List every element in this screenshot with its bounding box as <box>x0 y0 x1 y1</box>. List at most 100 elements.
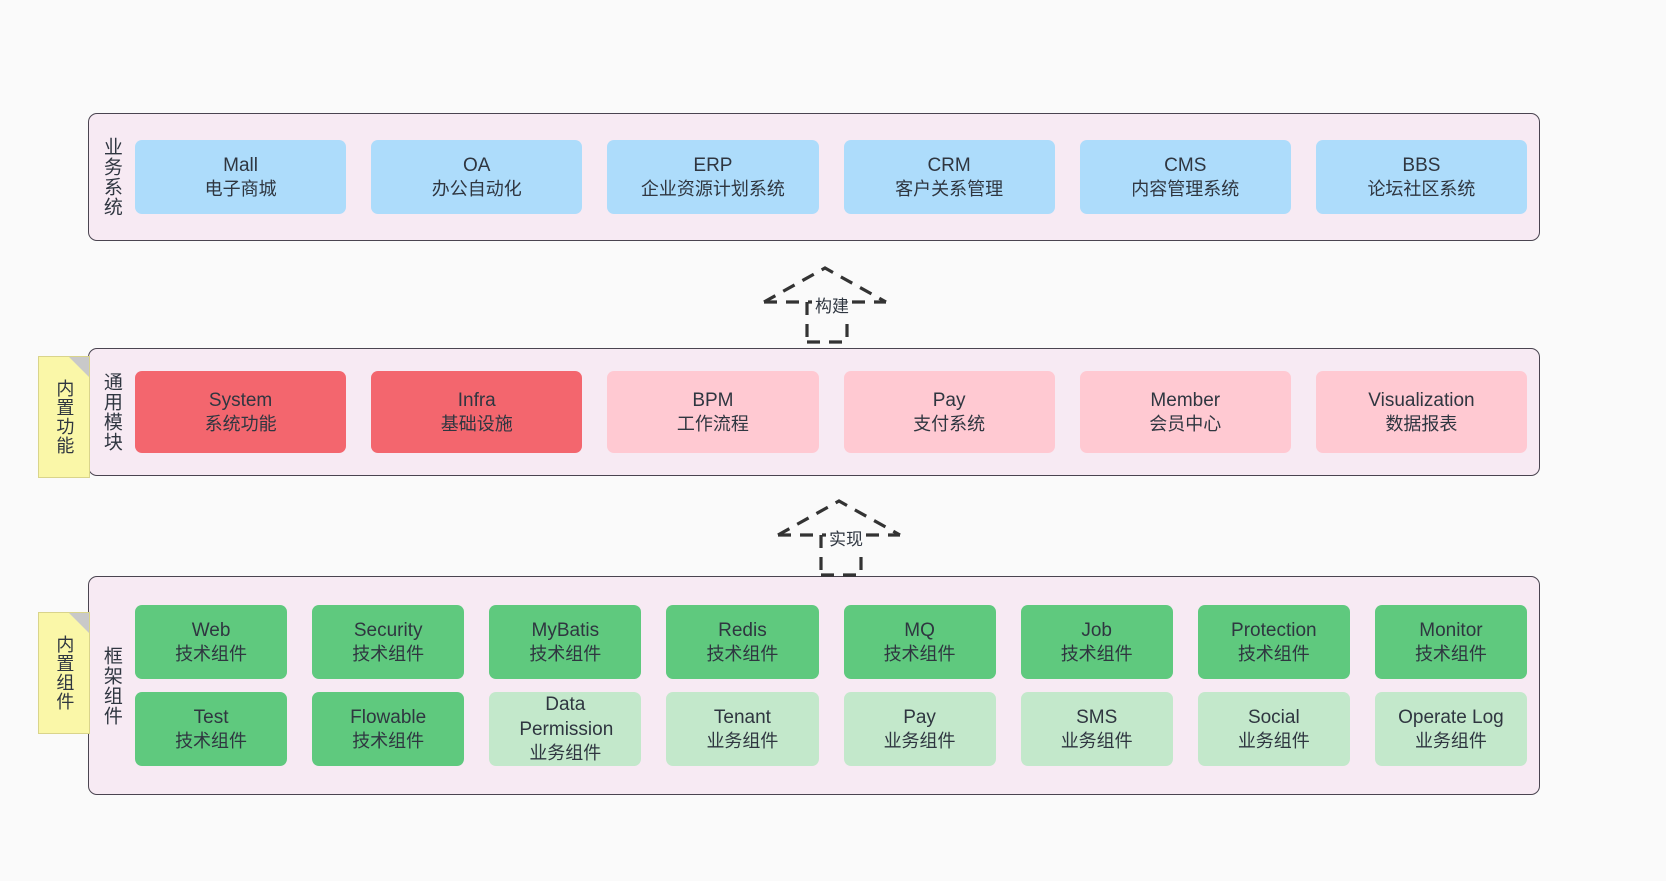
card-title: ERP <box>693 154 733 176</box>
module-card-member[interactable]: Member 会员中心 <box>1079 371 1291 453</box>
card-title: Security <box>353 619 423 641</box>
card-title: MQ <box>904 619 935 641</box>
card-title: Data Permission <box>519 694 614 741</box>
framework-card-web[interactable]: Web 技术组件 <box>135 605 288 679</box>
module-card-system[interactable]: System 系统功能 <box>135 371 347 453</box>
card-title: MyBatis <box>531 619 600 641</box>
framework-card-flowable[interactable]: Flowable 技术组件 <box>312 692 465 766</box>
module-card-pay[interactable]: Pay 支付系统 <box>843 371 1055 453</box>
framework-card-mybatis[interactable]: MyBatis 技术组件 <box>489 605 642 679</box>
card-subtitle: 技术组件 <box>1060 643 1133 664</box>
layer-framework-components: 框架组件 Web 技术组件 Security 技术组件 MyBatis 技术组件… <box>88 576 1540 795</box>
card-title: CRM <box>927 154 971 176</box>
note-fold-corner <box>69 357 89 377</box>
connector-build-label: 构建 <box>812 292 852 317</box>
card-title: BBS <box>1402 154 1441 176</box>
card-title: Tenant <box>713 706 771 728</box>
card-title: Visualization <box>1368 389 1475 411</box>
card-title: Test <box>193 706 229 728</box>
card-title: Member <box>1150 389 1221 411</box>
framework-card-social[interactable]: Social 业务组件 <box>1197 692 1350 766</box>
card-title: BPM <box>692 389 734 411</box>
layer-modules-title: 通用模块 <box>100 372 122 452</box>
note-fold-corner <box>69 613 89 633</box>
business-card-oa[interactable]: OA 办公自动化 <box>371 140 583 214</box>
card-subtitle: 论坛社区系统 <box>1367 178 1476 199</box>
card-subtitle: 业务组件 <box>1060 730 1133 751</box>
card-subtitle: 业务组件 <box>1237 730 1310 751</box>
business-card-erp[interactable]: ERP 企业资源计划系统 <box>607 140 819 214</box>
card-subtitle: 系统功能 <box>204 413 277 434</box>
card-subtitle: 技术组件 <box>352 643 425 664</box>
business-card-cms[interactable]: CMS 内容管理系统 <box>1079 140 1291 214</box>
card-subtitle: 技术组件 <box>883 643 956 664</box>
card-title: Web <box>191 619 231 641</box>
card-subtitle: 数据报表 <box>1385 413 1458 434</box>
card-title: Pay <box>903 706 936 728</box>
card-subtitle: 会员中心 <box>1149 413 1222 434</box>
card-title: Operate Log <box>1398 706 1504 728</box>
card-subtitle: 技术组件 <box>352 730 425 751</box>
connector-implement: 实现 <box>771 495 921 577</box>
card-title: Social <box>1247 706 1300 728</box>
note-label: 内置组件 <box>54 635 75 711</box>
card-subtitle: 技术组件 <box>175 643 248 664</box>
card-subtitle: 业务组件 <box>529 743 602 764</box>
card-title: Redis <box>718 619 767 641</box>
framework-card-tenant[interactable]: Tenant 业务组件 <box>666 692 819 766</box>
framework-card-security[interactable]: Security 技术组件 <box>312 605 465 679</box>
framework-tech-row: Web 技术组件 Security 技术组件 MyBatis 技术组件 Redi… <box>135 605 1527 679</box>
business-card-bbs[interactable]: BBS 论坛社区系统 <box>1315 140 1528 214</box>
business-card-mall[interactable]: Mall 电子商城 <box>135 140 347 214</box>
card-title: OA <box>463 154 491 176</box>
card-subtitle: 工作流程 <box>676 413 749 434</box>
card-subtitle: 电子商城 <box>204 178 277 199</box>
card-title: System <box>208 389 273 411</box>
note-builtin-component: 内置组件 <box>38 612 90 734</box>
card-subtitle: 支付系统 <box>913 413 986 434</box>
framework-card-test[interactable]: Test 技术组件 <box>135 692 288 766</box>
card-subtitle: 基础设施 <box>440 413 513 434</box>
card-title: Protection <box>1231 619 1317 641</box>
card-subtitle: 业务组件 <box>1414 730 1487 751</box>
card-subtitle: 业务组件 <box>883 730 956 751</box>
note-builtin-function: 内置功能 <box>38 356 90 478</box>
layer-common-modules: 通用模块 System 系统功能 Infra 基础设施 BPM 工作流程 Pay… <box>88 348 1540 476</box>
layer-business-body: Mall 电子商城 OA 办公自动化 ERP 企业资源计划系统 CRM 客户关系… <box>133 114 1539 240</box>
layer-business-title: 业务系统 <box>100 137 122 217</box>
card-title: Pay <box>932 389 966 411</box>
framework-card-data-permission[interactable]: Data Permission 业务组件 <box>489 692 642 766</box>
connector-implement-label: 实现 <box>826 525 866 550</box>
framework-mixed-row: Test 技术组件 Flowable 技术组件 Data Permission … <box>135 692 1527 766</box>
card-subtitle: 技术组件 <box>175 730 248 751</box>
framework-card-mq[interactable]: MQ 技术组件 <box>843 605 996 679</box>
layer-framework-title: 框架组件 <box>100 645 122 726</box>
card-subtitle: 技术组件 <box>1237 643 1310 664</box>
framework-card-redis[interactable]: Redis 技术组件 <box>666 605 819 679</box>
card-subtitle: 技术组件 <box>1414 643 1487 664</box>
layer-framework-body: Web 技术组件 Security 技术组件 MyBatis 技术组件 Redi… <box>133 577 1539 794</box>
framework-card-operate-log[interactable]: Operate Log 业务组件 <box>1374 692 1527 766</box>
card-subtitle: 技术组件 <box>529 643 602 664</box>
module-card-visualization[interactable]: Visualization 数据报表 <box>1315 371 1528 453</box>
layer-business-system: 业务系统 Mall 电子商城 OA 办公自动化 ERP 企业资源计划系统 CRM… <box>88 113 1540 241</box>
connector-build: 构建 <box>757 262 907 344</box>
card-subtitle: 客户关系管理 <box>895 178 1004 199</box>
card-title: Job <box>1081 619 1112 641</box>
card-title: Infra <box>457 389 496 411</box>
layer-modules-body: System 系统功能 Infra 基础设施 BPM 工作流程 Pay 支付系统… <box>133 349 1539 475</box>
business-card-crm[interactable]: CRM 客户关系管理 <box>843 140 1055 214</box>
card-title: Mall <box>223 154 258 176</box>
framework-card-job[interactable]: Job 技术组件 <box>1020 605 1173 679</box>
modules-card-row: System 系统功能 Infra 基础设施 BPM 工作流程 Pay 支付系统… <box>135 371 1528 453</box>
module-card-bpm[interactable]: BPM 工作流程 <box>607 371 819 453</box>
framework-card-monitor[interactable]: Monitor 技术组件 <box>1374 605 1527 679</box>
framework-card-protection[interactable]: Protection 技术组件 <box>1197 605 1350 679</box>
framework-card-pay[interactable]: Pay 业务组件 <box>843 692 996 766</box>
card-title: CMS <box>1164 154 1207 176</box>
module-card-infra[interactable]: Infra 基础设施 <box>371 371 583 453</box>
card-subtitle: 技术组件 <box>706 643 779 664</box>
framework-card-sms[interactable]: SMS 业务组件 <box>1020 692 1173 766</box>
card-title: Flowable <box>350 706 427 728</box>
